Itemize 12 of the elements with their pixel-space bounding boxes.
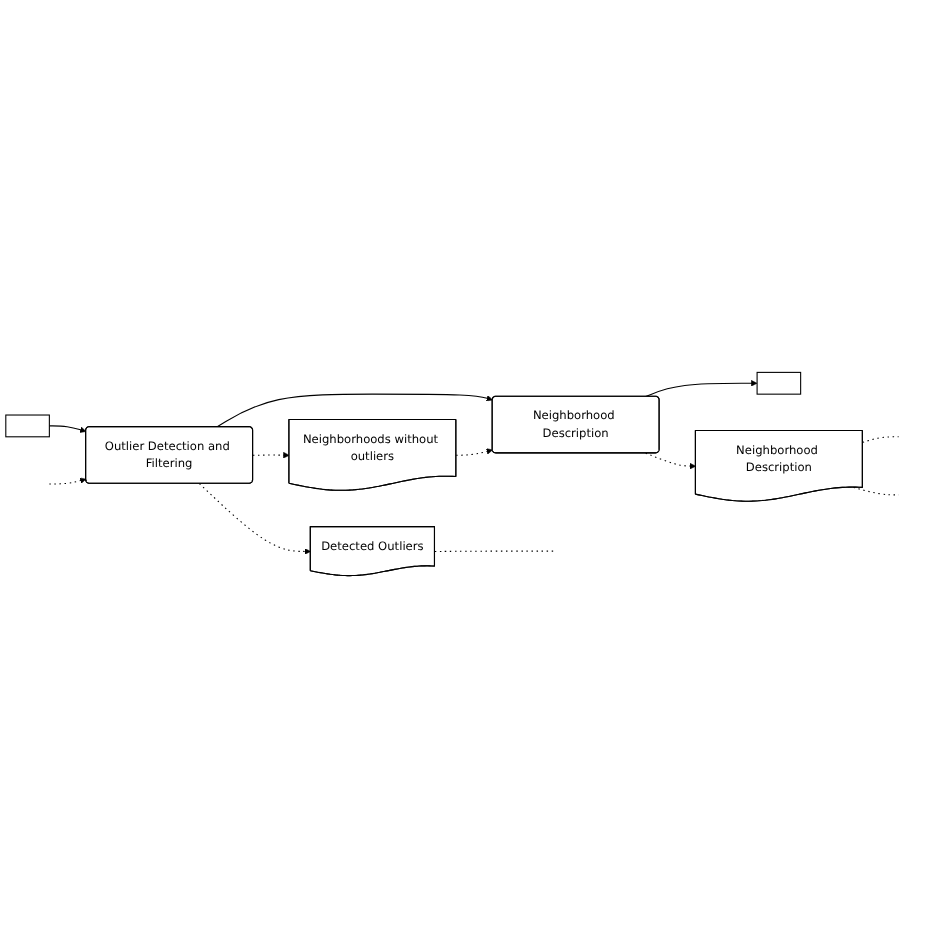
node-box bbox=[756, 371, 802, 395]
arrow bbox=[216, 393, 493, 428]
node-box bbox=[5, 414, 50, 438]
arrow bbox=[252, 452, 290, 459]
arrow bbox=[455, 448, 493, 456]
connector bbox=[862, 436, 900, 443]
arrow bbox=[645, 452, 697, 470]
arrow bbox=[48, 425, 87, 433]
arrow bbox=[645, 380, 758, 398]
arrow bbox=[48, 477, 87, 485]
connector bbox=[434, 550, 555, 553]
arrow bbox=[198, 483, 311, 555]
